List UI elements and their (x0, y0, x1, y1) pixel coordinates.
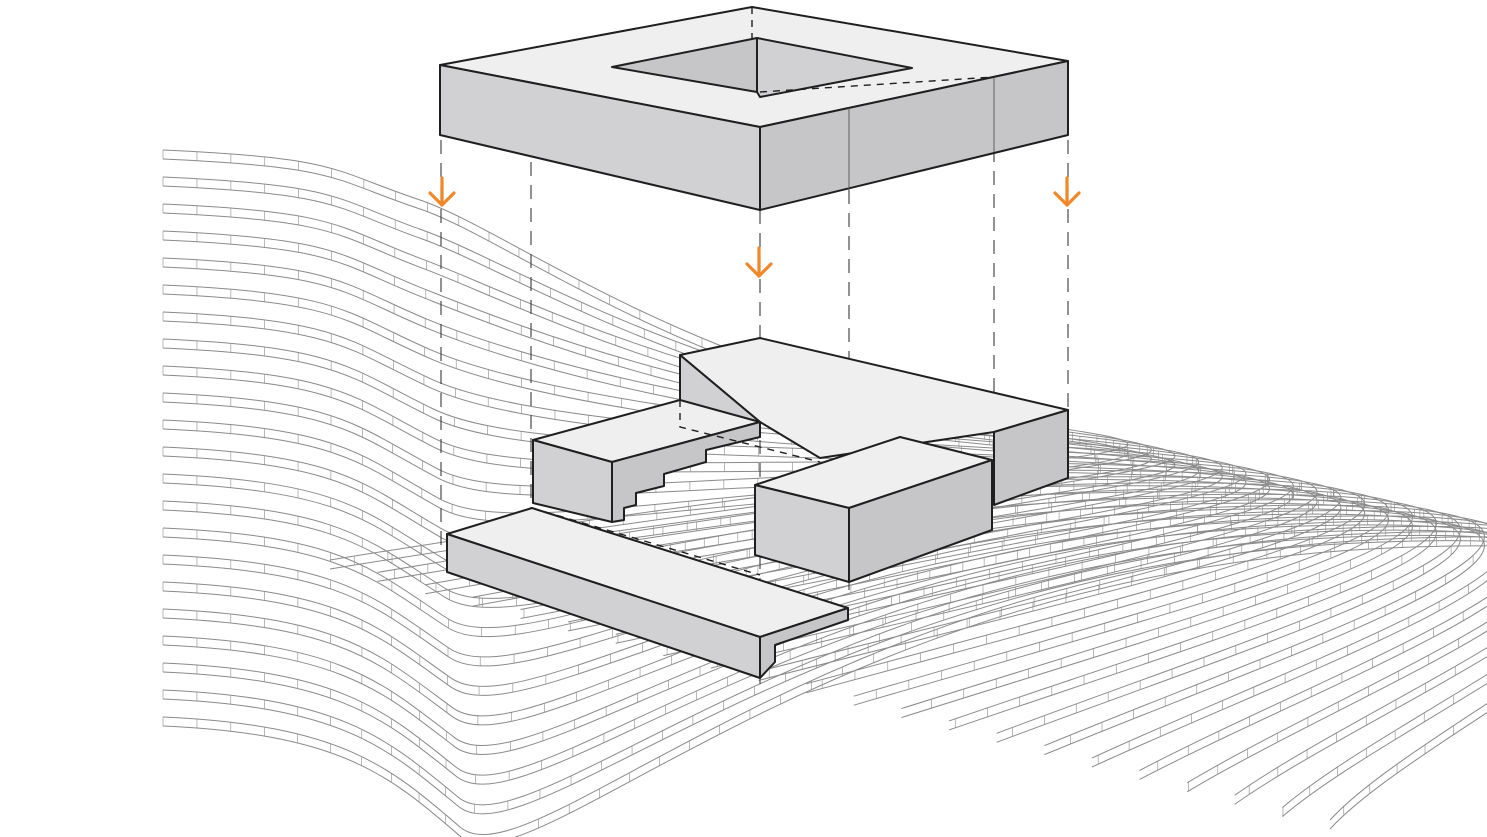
hidden-edge (679, 400, 821, 463)
contour-line-lower-edge (162, 529, 1487, 793)
down-arrow-icon (1053, 176, 1081, 207)
contour-line-lower-edge (162, 185, 1152, 582)
contour-line-lower-edge (162, 540, 1487, 817)
stepped-left-bar (532, 399, 761, 523)
courtyard-ring-volume (439, 6, 1069, 211)
stepped-bar-side (611, 421, 761, 523)
contour-line (162, 531, 1487, 808)
contour-line (162, 515, 1487, 771)
contour-line-lower-edge (162, 519, 1487, 768)
ring-side (759, 60, 1069, 211)
contour-line (162, 525, 1487, 796)
rear-bar-side (993, 409, 1069, 506)
contour-line (162, 520, 1487, 784)
contour-line-lower-edge (162, 534, 1487, 805)
front-slab-side (759, 607, 849, 679)
down-arrow-icon (745, 246, 773, 278)
hidden-edge (531, 507, 761, 576)
contour-line (162, 510, 1487, 759)
contour-line-lower-edge (162, 545, 1487, 837)
right-box-side (848, 459, 993, 583)
contour-line-lower-edge (162, 524, 1487, 780)
lower-building-blocks (446, 337, 1069, 679)
ring-courtyard-floor (756, 37, 913, 98)
placement-arrows (428, 176, 1081, 278)
front-slab (446, 507, 849, 679)
hidden-edge (759, 76, 995, 93)
contour-line-lower-edge (162, 513, 1485, 756)
right-box (754, 436, 993, 583)
down-arrow-icon (428, 176, 456, 207)
contour-line (162, 203, 1176, 586)
contour-line (162, 536, 1487, 836)
